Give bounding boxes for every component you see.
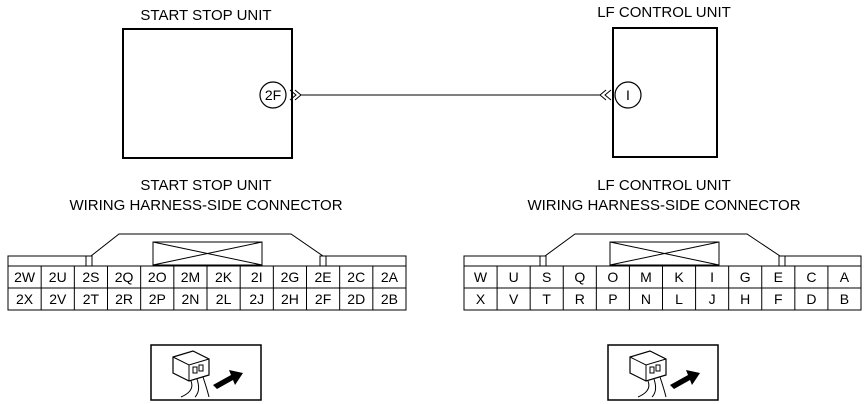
start-stop-unit-title: START STOP UNIT — [140, 7, 271, 24]
left-pin-2w: 2W — [14, 269, 36, 285]
left-pin-2l: 2L — [216, 291, 232, 307]
left-pin-2s: 2S — [82, 269, 99, 285]
left-pin-2f: 2F — [315, 291, 331, 307]
left-pin-2j: 2J — [249, 291, 264, 307]
terminal-i: I — [614, 81, 642, 109]
right-pin-r: R — [575, 291, 585, 307]
right-connector-title-2: WIRING HARNESS-SIDE CONNECTOR — [527, 197, 800, 214]
left-pin-2c: 2C — [347, 269, 365, 285]
right-connector-title-1: LF CONTROL UNIT — [597, 177, 731, 194]
left-connector-face: 2W 2U 2S 2Q 2O 2M 2K 2I 2G 2E 2C 2A 2X 2V 2T 2R 2P 2N 2L 2J… — [7, 233, 407, 311]
left-pin-2n: 2N — [181, 291, 199, 307]
right-connector-face: W U S Q O M K I G E C A X V T R P N L J H F D B — [463, 233, 862, 311]
right-pin-o: O — [607, 269, 618, 285]
left-lock-cross-icon — [152, 241, 263, 266]
right-pin-p: P — [608, 291, 617, 307]
right-lock-cross-icon — [609, 241, 720, 266]
terminal-2f: 2F — [259, 81, 287, 109]
right-pin-w: W — [474, 269, 488, 285]
left-pin-2x: 2X — [16, 291, 34, 307]
left-pin-2t: 2T — [83, 291, 100, 307]
lf-control-unit-box — [612, 27, 718, 158]
left-connector-title-2: WIRING HARNESS-SIDE CONNECTOR — [69, 197, 342, 214]
left-pin-2o: 2O — [148, 269, 167, 285]
left-pin-2g: 2G — [281, 269, 300, 285]
right-pin-b: B — [840, 291, 849, 307]
left-pin-2q: 2Q — [115, 269, 134, 285]
right-pin-q: Q — [574, 269, 585, 285]
right-pin-g: G — [740, 269, 751, 285]
right-pin-k: K — [674, 269, 684, 285]
left-lock-tab — [152, 241, 263, 266]
right-pin-v: V — [509, 291, 519, 307]
right-pin-c: C — [806, 269, 816, 285]
left-pin-2h: 2H — [281, 291, 299, 307]
right-pin-u: U — [509, 269, 519, 285]
right-pin-l: L — [675, 291, 683, 307]
left-pin-2p: 2P — [149, 291, 166, 307]
terminal-i-label: I — [626, 87, 630, 103]
left-pin-2b: 2B — [381, 291, 398, 307]
left-pin-2a: 2A — [381, 269, 399, 285]
right-pin-t: T — [542, 291, 551, 307]
right-pin-s: S — [542, 269, 551, 285]
connector-view-icon — [150, 344, 262, 401]
left-pin-2v: 2V — [49, 291, 67, 307]
right-pin-e: E — [774, 269, 783, 285]
right-lock-tab — [609, 241, 720, 266]
female-connector-chevron-icon — [599, 89, 612, 101]
right-pin-f: F — [774, 291, 783, 307]
right-pin-n: N — [641, 291, 651, 307]
left-pin-2r: 2R — [115, 291, 133, 307]
right-pin-i: I — [710, 269, 714, 285]
left-pin-2e: 2E — [315, 269, 332, 285]
right-pin-h: H — [740, 291, 750, 307]
left-pin-2i: 2I — [251, 269, 263, 285]
right-pin-m: M — [640, 269, 652, 285]
terminal-2f-label: 2F — [265, 87, 281, 103]
right-pin-a: A — [840, 269, 850, 285]
right-pin-x: X — [476, 291, 486, 307]
left-pin-2k: 2K — [215, 269, 233, 285]
right-pin-j: J — [709, 291, 716, 307]
lf-control-unit-title: LF CONTROL UNIT — [597, 4, 731, 21]
left-pin-2u: 2U — [49, 269, 67, 285]
start-stop-unit-box — [122, 28, 293, 159]
right-pin-d: D — [806, 291, 816, 307]
connector-view-icon — [607, 344, 719, 401]
left-connector-title-1: START STOP UNIT — [140, 177, 271, 194]
left-pin-2d: 2D — [347, 291, 365, 307]
left-pin-2m: 2M — [181, 269, 200, 285]
